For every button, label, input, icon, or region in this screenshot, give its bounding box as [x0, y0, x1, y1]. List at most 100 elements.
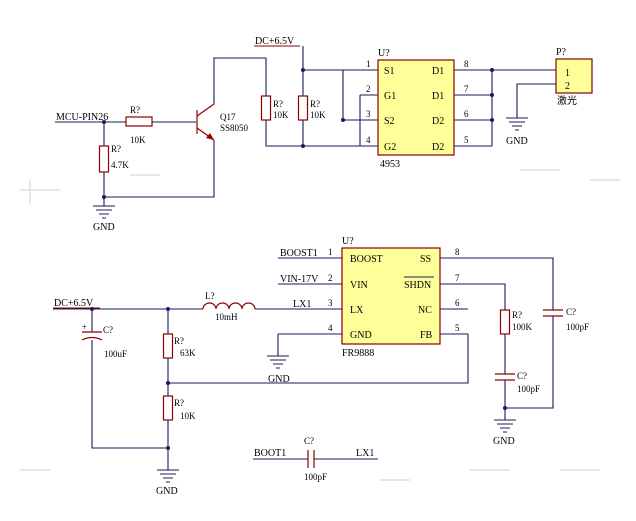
net-label-vin: VIN-17V	[280, 274, 319, 285]
net-label-boost: BOOST1	[280, 248, 318, 259]
connector-pin2: 2	[565, 81, 570, 92]
gnd-symbol	[506, 117, 528, 131]
transistor-ref: Q17	[220, 112, 236, 122]
ic-fr9888-pin3-name: LX	[350, 305, 364, 316]
ic-fr9888-pin8-name: SS	[420, 254, 431, 265]
ic-fr9888-pin1-name: BOOST	[350, 254, 383, 265]
ic-4953-pin7-name: D1	[432, 91, 444, 102]
ic-4953-pin6-name: D2	[432, 116, 444, 127]
junction	[490, 93, 494, 97]
resistor-col1[interactable]	[260, 95, 272, 121]
ic-4953-pin8-name: D1	[432, 66, 444, 77]
connector-pin1: 1	[565, 68, 570, 79]
r-col1-value: 10K	[273, 110, 289, 120]
wire-shdn	[468, 283, 506, 310]
r-col2-ref: R?	[310, 99, 320, 109]
ic-fr9888-pin6-num: 6	[455, 298, 460, 308]
watermark	[20, 169, 620, 481]
ic-4953-pin1-name: S1	[384, 66, 395, 77]
ic-4953-right-pins	[454, 69, 492, 147]
net-label-mcu: MCU-PIN26	[56, 112, 108, 123]
connector-body[interactable]	[555, 58, 593, 94]
ic-fr9888-pin8-num: 8	[455, 247, 460, 257]
gnd-label: GND	[506, 136, 528, 147]
r-shdn-value: 100K	[512, 322, 533, 332]
transistor-value: SS8050	[220, 123, 249, 133]
gnd-label: GND	[156, 486, 178, 497]
cap-in-polarity: +	[82, 322, 87, 332]
ic-4953-ref: U?	[378, 48, 390, 59]
junction	[102, 120, 106, 124]
net-label-boot1: BOOT1	[254, 448, 286, 459]
ic-4953-pin4-name: G2	[384, 142, 396, 153]
r-pulldown-value: 4.7K	[111, 160, 129, 170]
wire-rcol1-bottom	[265, 120, 343, 147]
capacitor-ss[interactable]	[543, 309, 563, 317]
r-top-ref: R?	[174, 336, 184, 346]
junction	[301, 68, 305, 72]
ic-4953-pin5-num: 5	[464, 135, 469, 145]
inductor-value: 10mH	[215, 312, 238, 322]
gnd-label: GND	[268, 374, 290, 385]
gnd-label: GND	[493, 436, 515, 447]
ic-fr9888-body[interactable]	[341, 247, 441, 345]
junction	[301, 144, 305, 148]
cap-shdn-ref: C?	[517, 371, 527, 381]
connector-ref: P?	[556, 47, 567, 58]
inductor[interactable]	[202, 302, 256, 310]
cap-ss-value: 100pF	[566, 322, 589, 332]
transistor-q17[interactable]	[196, 103, 215, 141]
wire-cap-in-bottom	[91, 340, 168, 449]
ic-fr9888-left-pins	[278, 257, 342, 335]
wire-collector	[213, 57, 266, 104]
resistor-63k[interactable]	[162, 333, 174, 359]
wire-cap-ss-bottom	[505, 316, 554, 409]
connector-label: 激光	[557, 94, 577, 107]
cap-in-value: 100uF	[104, 349, 127, 359]
ic-4953-pin4-num: 4	[366, 135, 371, 145]
resistor-pulldown[interactable]	[98, 145, 110, 173]
ic-fr9888-pin5-num: 5	[455, 323, 460, 333]
boot-cap-ref: C?	[304, 436, 314, 446]
cap-ss-ref: C?	[566, 307, 576, 317]
capacitor-input[interactable]	[81, 331, 103, 341]
ic-4953-pin5-name: D2	[432, 142, 444, 153]
resistor-100k[interactable]	[499, 309, 511, 335]
cap-shdn-value: 100pF	[517, 384, 540, 394]
ic-fr9888-pin3-num: 3	[328, 298, 333, 308]
gnd-symbol	[157, 469, 179, 483]
resistor-col2[interactable]	[297, 95, 309, 121]
ic-fr9888-pin6-name: NC	[418, 305, 432, 316]
ic-fr9888-right-pins	[440, 257, 468, 335]
ic-4953-pin1-num: 1	[366, 59, 371, 69]
ic-fr9888-part: FR9888	[342, 348, 374, 359]
cap-in-ref: C?	[103, 325, 113, 335]
boot-cap-value: 100pF	[304, 472, 327, 482]
capacitor-boot[interactable]	[307, 450, 315, 468]
r-col2-value: 10K	[310, 110, 326, 120]
ic-fr9888-pin4-name: GND	[350, 330, 372, 341]
capacitor-shdn[interactable]	[495, 373, 515, 381]
r-top-value: 63K	[180, 348, 196, 358]
ic-4953-body[interactable]	[377, 59, 455, 156]
ic-4953-pin6-num: 6	[464, 109, 469, 119]
net-label-power-bottom: DC+6.5V	[54, 298, 94, 309]
ic-4953-pin2-num: 2	[366, 84, 371, 94]
wire-emitter	[104, 140, 215, 198]
r-base-ref: R?	[130, 105, 140, 115]
ic-4953-pin3-num: 3	[366, 109, 371, 119]
ic-4953-pin8-num: 8	[464, 59, 469, 69]
r-bottom-value: 10K	[180, 411, 196, 421]
resistor-10k[interactable]	[162, 395, 174, 421]
ic-fr9888-pin2-num: 2	[328, 273, 333, 283]
wire-connector-gnd	[516, 83, 556, 118]
junction	[490, 118, 494, 122]
ic-4953-pin3-name: S2	[384, 116, 395, 127]
ic-4953-pin2-name: G1	[384, 91, 396, 102]
junction	[341, 118, 345, 122]
ic-fr9888-pin5-name: FB	[420, 330, 433, 341]
gnd-symbol	[93, 205, 115, 219]
resistor-base[interactable]	[125, 116, 153, 127]
ic-fr9888-pin7-num: 7	[455, 273, 460, 283]
